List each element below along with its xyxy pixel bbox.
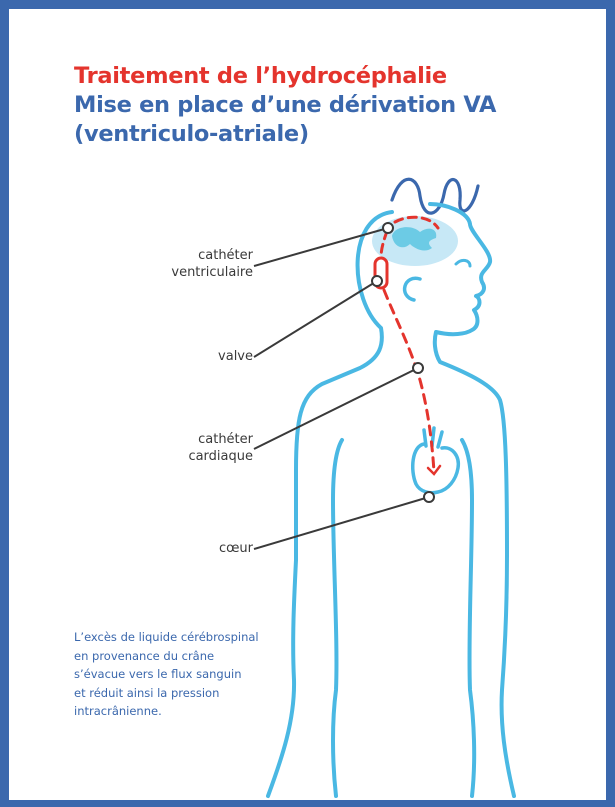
marker-ventricular-catheter [383, 223, 393, 233]
label-ventricular-catheter: cathéter ventriculaire [171, 247, 253, 281]
right-arm-inner [462, 440, 474, 796]
leader-valve [254, 281, 377, 357]
label-heart: cœur [219, 540, 253, 557]
marker-valve [372, 276, 382, 286]
label-valve: valve [218, 348, 253, 365]
hair-outline [392, 179, 478, 213]
label-cardiac-catheter: cathéter cardiaque [188, 431, 253, 465]
marker-cardiac-catheter [413, 363, 423, 373]
explanation-caption: L’excès de liquide cérébrospinal en prov… [74, 628, 259, 721]
body-outline [268, 204, 514, 796]
leader-heart [254, 497, 429, 549]
eye-outline [456, 260, 470, 266]
leader-ventricular-catheter [254, 228, 388, 266]
marker-heart [424, 492, 434, 502]
ear-outline [405, 278, 420, 300]
left-arm-inner [333, 440, 342, 796]
heart-outline [413, 428, 459, 493]
